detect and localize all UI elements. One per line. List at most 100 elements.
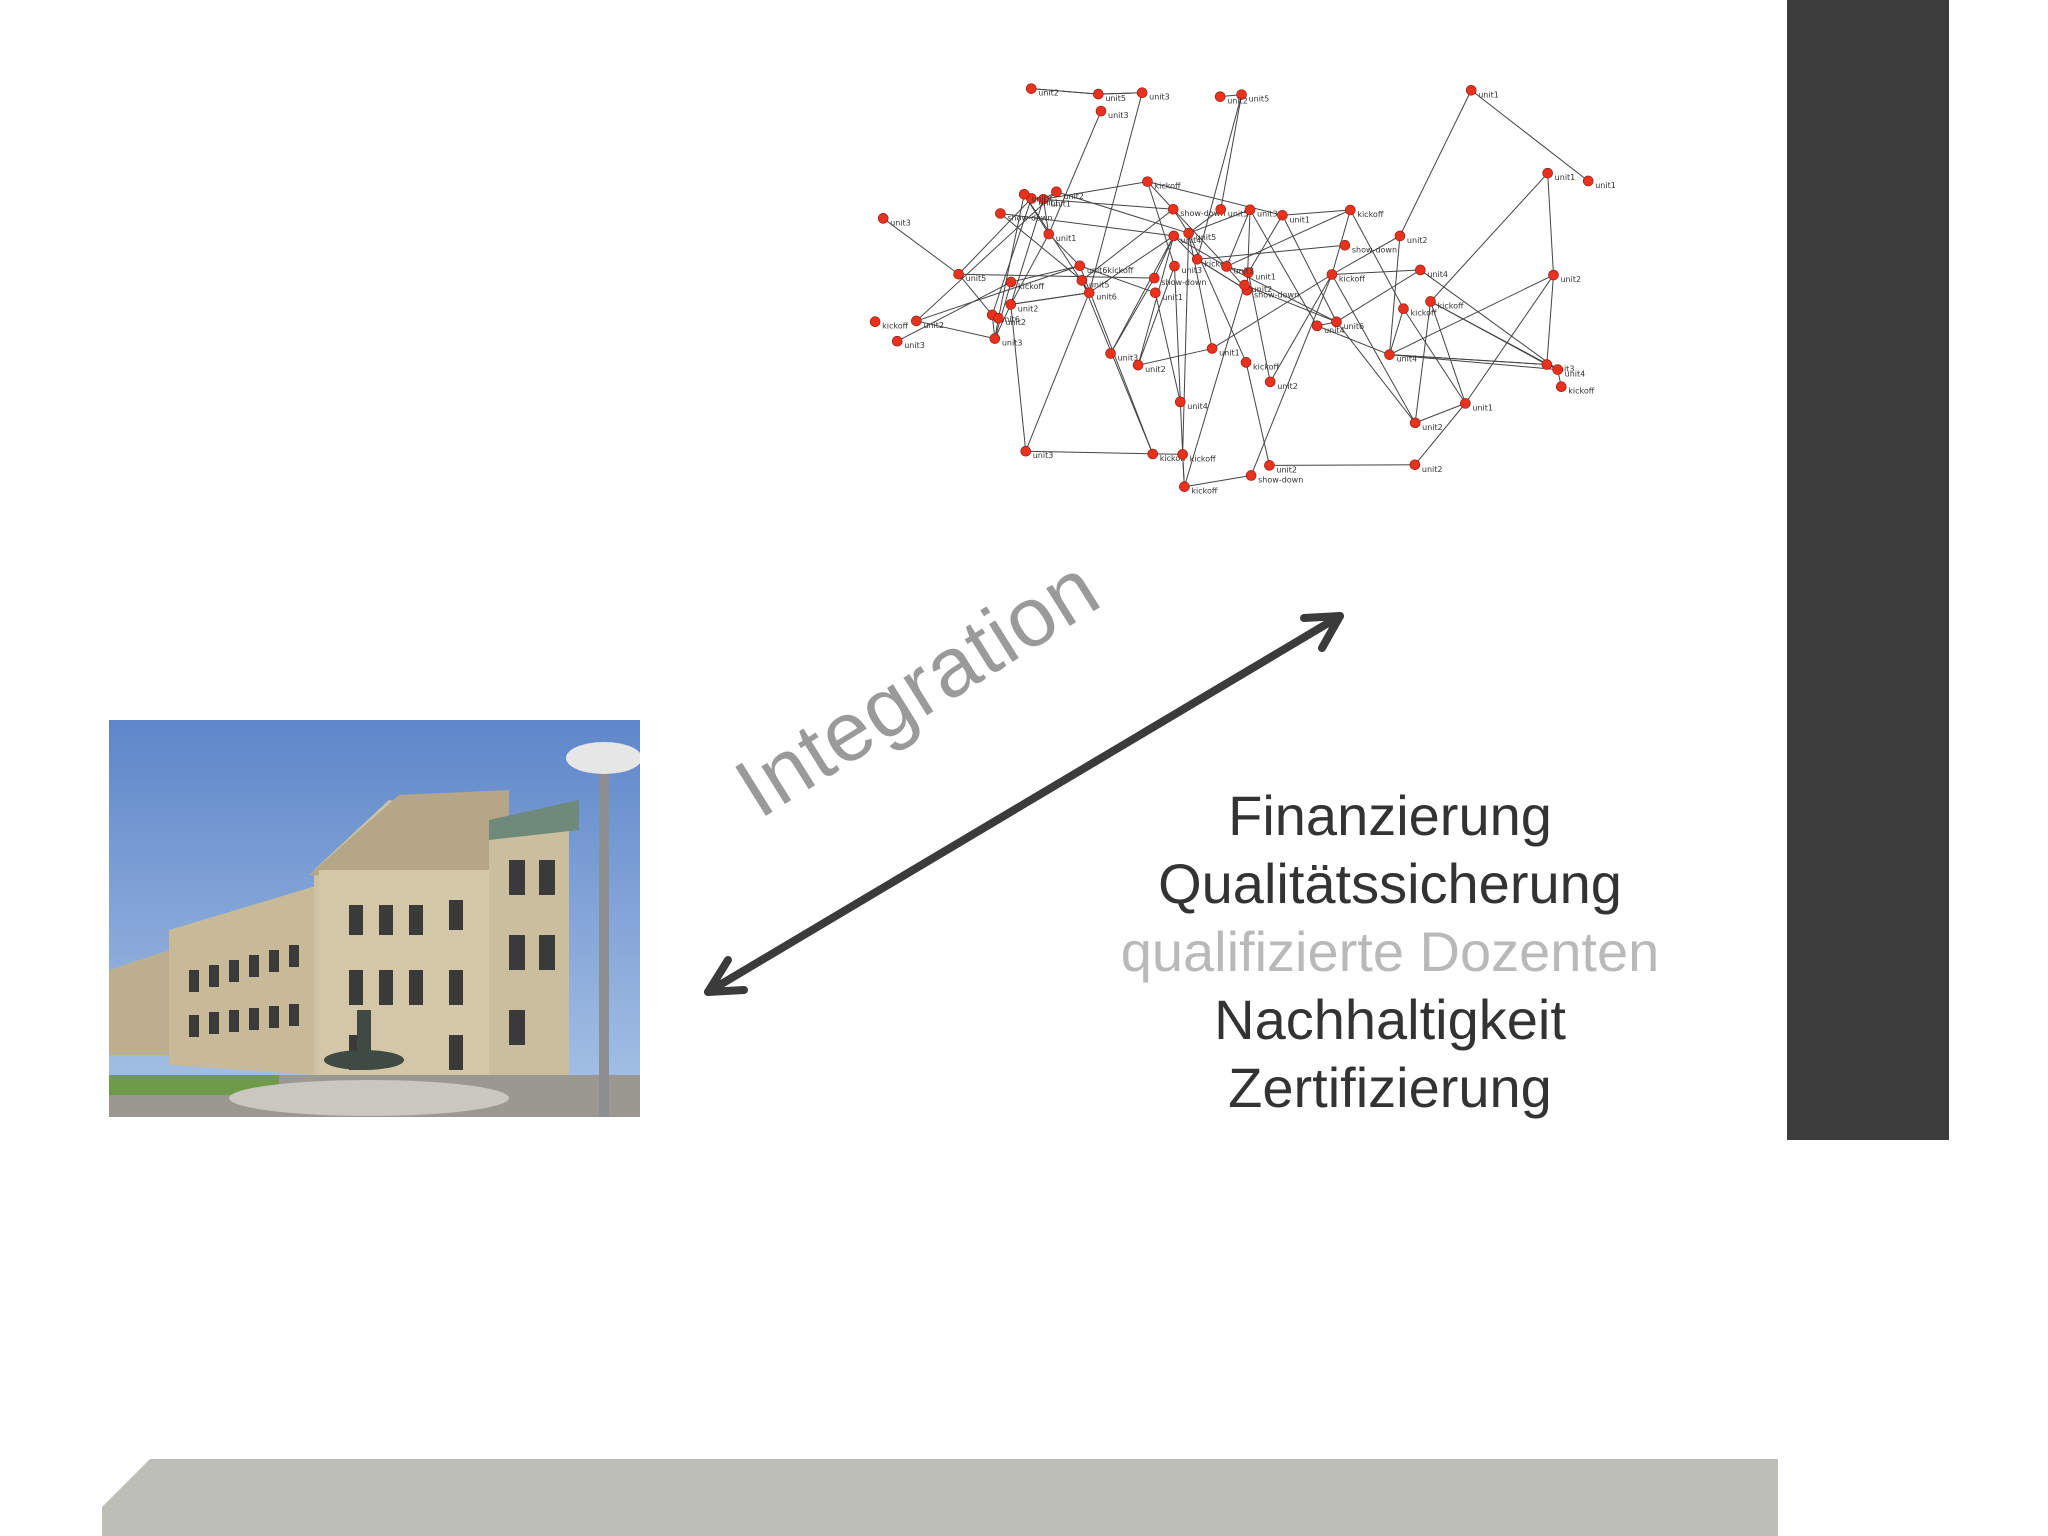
network-edge: [915, 191, 1057, 322]
network-node: [1239, 279, 1250, 291]
network-edge: [1336, 321, 1416, 424]
network-node-label: unit4: [1324, 326, 1345, 335]
network-node: [1142, 176, 1153, 187]
network-node-label: unit1: [1038, 198, 1059, 207]
network-node: [1051, 186, 1062, 198]
network-node: [1095, 105, 1107, 117]
network-node: [1398, 303, 1409, 315]
network-node-label: show-down: [1254, 290, 1299, 299]
network-edge: [1188, 208, 1222, 234]
network-edge: [1249, 209, 1318, 327]
network-node: [1169, 260, 1180, 272]
network-edge: [1031, 88, 1099, 95]
network-edge: [1188, 232, 1247, 363]
network-node: [1215, 204, 1227, 215]
network-node-label: unit3: [1033, 451, 1054, 460]
network-node: [1043, 228, 1055, 240]
topic-item: Nachhaltigkeit: [1214, 988, 1566, 1051]
topic-item: qualifizierte Dozenten: [1120, 920, 1660, 983]
network-node-label: unit1: [1056, 234, 1077, 243]
right-accent-bar: [1787, 0, 1949, 1140]
network-node-label: unit5: [1089, 280, 1110, 289]
network-edge: [1137, 235, 1175, 366]
network-node-label: kickoff: [1253, 362, 1279, 371]
network-node: [1221, 261, 1232, 272]
network-node-label: unit1: [1595, 181, 1616, 190]
network-node: [1244, 204, 1256, 216]
network-edge: [1220, 94, 1243, 210]
network-edge: [1226, 209, 1351, 267]
bottom-band: [102, 1459, 1778, 1536]
network-edge: [1196, 94, 1243, 260]
network-node-label: unit3: [890, 218, 911, 227]
network-node-label: unit3: [1108, 111, 1129, 120]
network-node: [1339, 240, 1351, 251]
network-node: [1264, 460, 1275, 471]
network-edge: [994, 304, 1012, 339]
network-node-label: unit2: [1145, 365, 1166, 374]
network-edge: [1153, 235, 1175, 279]
network-edge: [1147, 181, 1283, 216]
network-edge: [1420, 269, 1558, 370]
network-node-label: kickoff: [1568, 387, 1594, 396]
network-edge: [1470, 89, 1589, 182]
network-edge: [1174, 266, 1184, 455]
network-edge: [1414, 402, 1466, 424]
network-edge: [1000, 213, 1083, 281]
network-node-label: unit4: [1427, 270, 1448, 279]
network-node: [1542, 167, 1553, 179]
network-node-label: unit3: [1554, 365, 1575, 374]
network-node-label: unit2: [1063, 192, 1084, 201]
network-node-label: unit2: [1038, 89, 1059, 98]
network-node: [869, 316, 881, 328]
network-node-label: kickoff: [882, 322, 908, 331]
network-edge: [1154, 292, 1181, 402]
network-node: [1136, 87, 1148, 98]
network-edge: [1403, 308, 1466, 404]
network-node-label: unit1: [1050, 199, 1071, 208]
network-edge: [1173, 235, 1227, 267]
network-edge: [1399, 90, 1472, 237]
network-edge: [1349, 209, 1404, 309]
network-node: [1179, 481, 1190, 493]
network-node: [989, 333, 1001, 344]
network-edge: [1088, 235, 1175, 294]
network-edge: [1048, 110, 1102, 235]
network-edge: [1226, 209, 1251, 267]
network-edge: [1414, 301, 1432, 423]
network-node-label: unit5: [1249, 95, 1270, 104]
network-node: [1243, 267, 1254, 278]
network-node-label: kickoff: [1204, 259, 1230, 268]
network-node-label: unit3: [1257, 210, 1278, 219]
network-edge: [1316, 325, 1390, 356]
network-node: [1236, 89, 1247, 100]
network-node-label: unit2: [1252, 285, 1273, 294]
network-node-label: unit2: [1277, 382, 1298, 391]
network-node: [1326, 269, 1338, 280]
network-node-label: unit5: [1105, 94, 1126, 103]
network-node: [1245, 470, 1257, 481]
network-node: [1264, 376, 1276, 388]
network-node: [911, 315, 922, 327]
network-graph: unit5unit6unit6unit3unit1kickoffunit5uni…: [869, 83, 1616, 496]
network-edge: [1010, 233, 1050, 305]
network-edge: [1182, 233, 1190, 455]
network-node: [1105, 348, 1116, 359]
network-edge: [991, 198, 1032, 316]
network-edge: [1110, 235, 1175, 354]
network-node: [1191, 254, 1203, 265]
network-edge: [1547, 173, 1554, 276]
network-edge: [1247, 215, 1283, 273]
network-node-label: show-down: [1007, 213, 1052, 222]
topic-item: Finanzierung: [1228, 784, 1552, 847]
network-node-label: show-down: [1161, 278, 1206, 287]
network-node: [1409, 459, 1421, 471]
network-node-label: kickoff: [1160, 454, 1186, 463]
network-node-label: unit5: [966, 274, 987, 283]
network-edge: [1389, 308, 1404, 355]
network-node: [1206, 343, 1218, 354]
network-node-label: unit4: [1187, 402, 1208, 411]
network-node-label: unit6: [999, 315, 1020, 324]
network-node: [1083, 287, 1095, 299]
network-edge: [1137, 348, 1213, 366]
